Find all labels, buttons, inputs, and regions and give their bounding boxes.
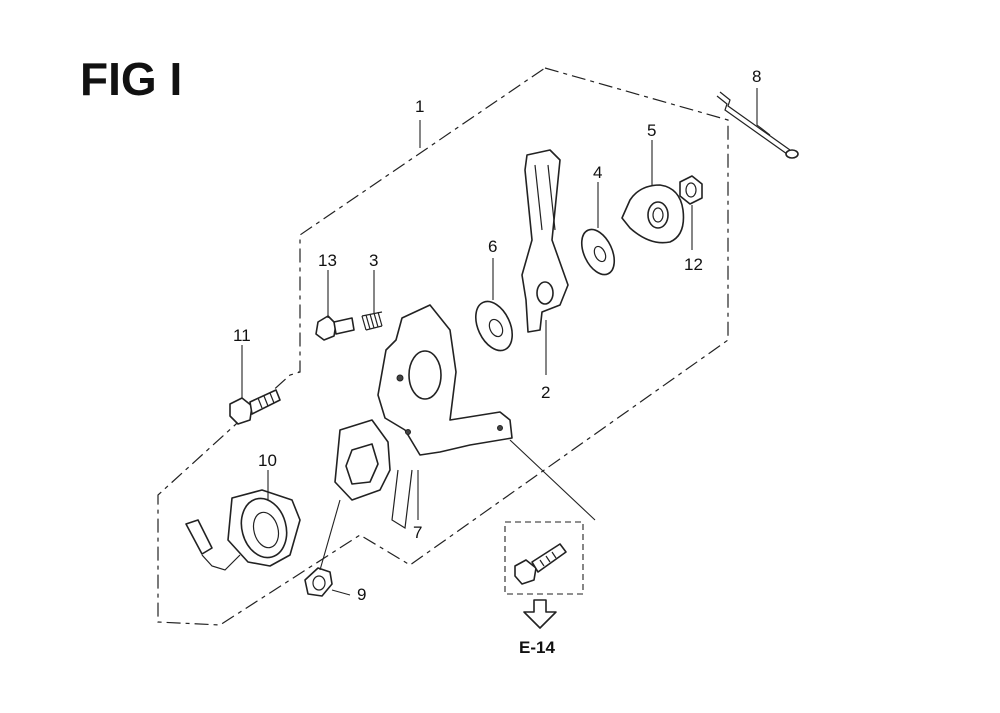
callout-11: 11 (233, 326, 251, 345)
part-5-plate (621, 184, 685, 244)
part-6-washer (475, 300, 513, 352)
part-7-bracket (334, 304, 513, 530)
part-11-bolt (229, 389, 281, 425)
callout-10: 10 (258, 451, 277, 470)
callout-6: 6 (488, 237, 497, 256)
assembly-outline (157, 67, 729, 626)
part-8-wire (716, 91, 799, 159)
callout-4: 4 (593, 163, 602, 182)
figure-title: FIG I (80, 53, 182, 105)
callout-8: 8 (752, 67, 761, 86)
part-4-washer (580, 228, 616, 276)
callout-3: 3 (369, 251, 378, 270)
callout-2: 2 (541, 383, 550, 402)
callouts: 1 2 3 4 5 6 7 8 9 10 11 12 13 (233, 67, 761, 604)
part-13-bolt (315, 315, 355, 341)
callout-1: 1 (415, 97, 424, 116)
reference-label: E-14 (519, 638, 555, 657)
part-12-nut (679, 175, 703, 205)
part-9-clip (304, 567, 333, 597)
callout-12: 12 (684, 255, 703, 274)
leader-lines (241, 88, 771, 596)
part-2-lever (521, 149, 569, 333)
callout-5: 5 (647, 121, 656, 140)
callout-9: 9 (357, 585, 366, 604)
part-3-spring (361, 311, 383, 331)
callout-7: 7 (413, 523, 422, 542)
reference-box (504, 521, 584, 629)
part-10-sensor (185, 489, 301, 571)
callout-13: 13 (318, 251, 337, 270)
